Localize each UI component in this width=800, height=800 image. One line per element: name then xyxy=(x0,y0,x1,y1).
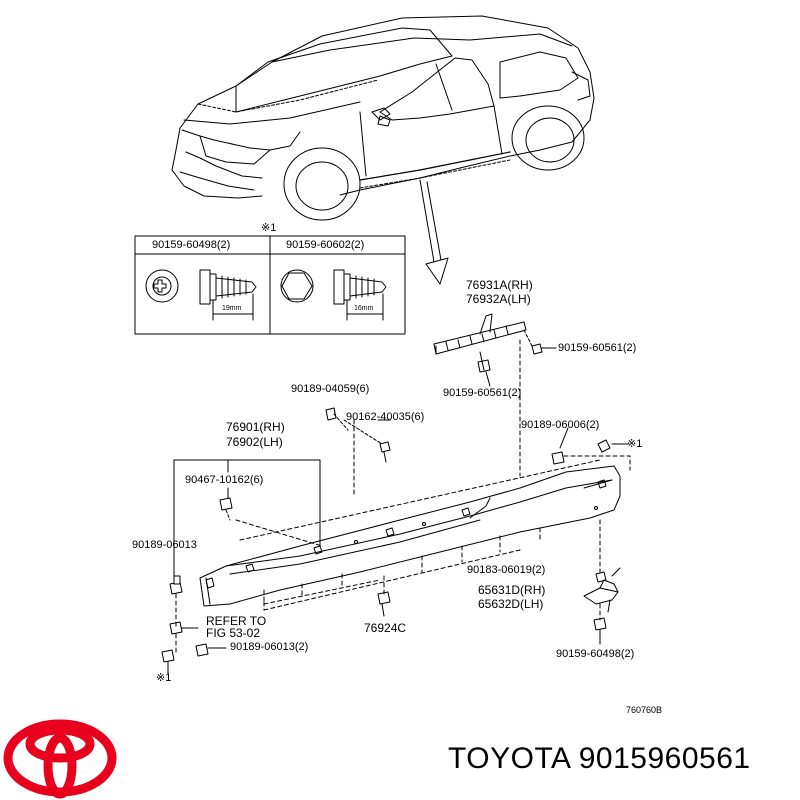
fastener-table xyxy=(134,235,406,335)
mark-right: ※1 xyxy=(627,438,643,450)
pointer-arrow xyxy=(419,179,449,285)
label-90159-60561-lower: 90159-60561(2) xyxy=(443,387,522,399)
table-col1-length: 19mm xyxy=(222,305,242,312)
refer-to-line1: REFER TO xyxy=(206,614,267,628)
label-76931A: 76931A(RH) xyxy=(466,278,533,292)
illustration-code: 760760B xyxy=(626,705,663,715)
table-col1-part: 90159-60498(2) xyxy=(152,239,231,251)
label-90467-10162: 90467-10162(6) xyxy=(185,474,264,486)
side-sill-panel xyxy=(173,459,621,611)
label-65632D: 65632D(LH) xyxy=(478,597,544,611)
label-76901: 76901(RH) xyxy=(226,420,285,434)
table-col2-part: 90159-60602(2) xyxy=(286,239,365,251)
retainer-76931A xyxy=(433,313,557,387)
label-90159-60498: 90159-60498(2) xyxy=(556,648,635,660)
refer-to-line2: FIG 53-02 xyxy=(206,626,261,640)
label-65631D: 65631D(RH) xyxy=(478,583,546,597)
label-90189-06013-2: 90189-06013(2) xyxy=(230,641,309,653)
label-90189-04059: 90189-04059(6) xyxy=(291,383,370,395)
label-76924C: 76924C xyxy=(364,621,407,635)
toyota-logo xyxy=(3,719,117,799)
label-90189-06013: 90189-06013 xyxy=(132,539,197,551)
label-90189-06006: 90189-06006(2) xyxy=(521,419,600,431)
bracket-65631D xyxy=(583,519,621,645)
label-90159-60561-right: 90159-60561(2) xyxy=(558,342,637,354)
label-90162-40035: 90162-40035(6) xyxy=(346,411,425,423)
label-90183-06019: 90183-06019(2) xyxy=(467,564,546,576)
table-col2-length: 16mm xyxy=(354,305,374,312)
car-illustration xyxy=(171,15,595,221)
brand-part-number: TOYOTA 9015960561 xyxy=(448,742,751,775)
mark-bottom: ※1 xyxy=(156,672,172,684)
label-76902: 76902(LH) xyxy=(226,435,283,449)
label-76932A: 76932A(LH) xyxy=(466,292,531,306)
fastener-clips xyxy=(161,407,631,675)
table-note-mark: ※1 xyxy=(261,222,277,234)
